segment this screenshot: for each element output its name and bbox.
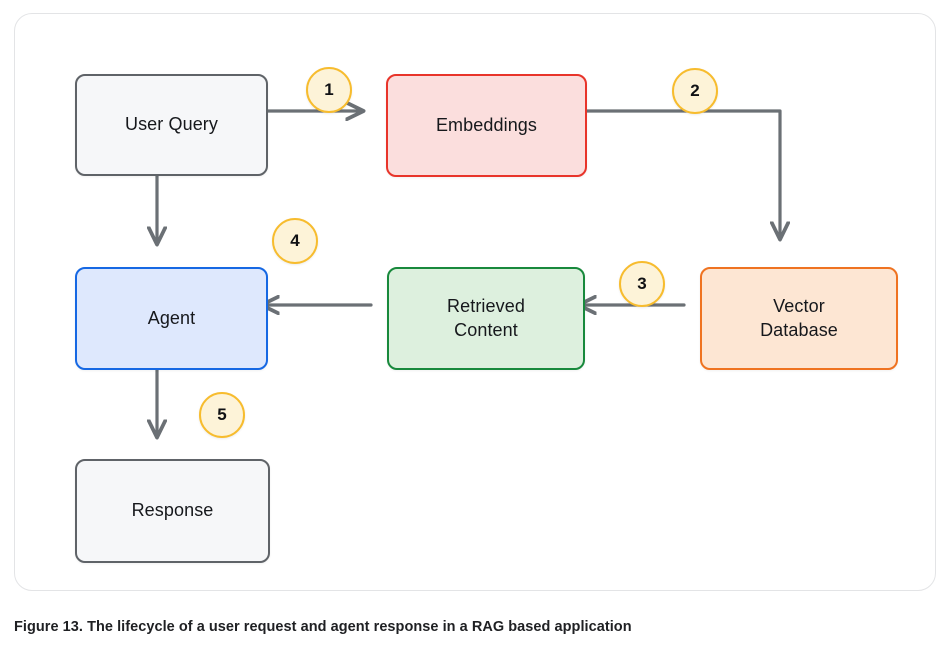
node-embeddings[interactable]: Embeddings (386, 74, 587, 177)
step-badge-4: 4 (272, 218, 318, 264)
node-user-query-label: User Query (124, 114, 219, 135)
step-badge-1: 1 (306, 67, 352, 113)
step-badge-2: 2 (672, 68, 718, 114)
node-retrieved-content-label: Retrieved Content (447, 296, 525, 340)
node-vector-database[interactable]: Vector Database (700, 267, 898, 370)
step-badge-3-label: 3 (637, 274, 647, 293)
step-badge-1-label: 1 (324, 80, 334, 99)
node-embeddings-label: Embeddings (435, 114, 538, 135)
step-badge-5: 5 (199, 392, 245, 438)
figure-caption: Figure 13. The lifecycle of a user reque… (14, 619, 632, 635)
step-badge-3: 3 (619, 261, 665, 307)
node-response-label: Response (131, 500, 214, 521)
step-badge-2-label: 2 (690, 81, 700, 100)
edge-embeddings-to-vector-database (571, 109, 780, 238)
node-user-query[interactable]: User Query (75, 74, 268, 176)
node-agent-label: Agent (147, 307, 196, 328)
node-vector-database-label: Vector Database (760, 296, 838, 340)
step-badge-5-label: 5 (217, 405, 227, 424)
node-response[interactable]: Response (75, 459, 270, 563)
diagram-card: User Query Embeddings Vector Database Re… (14, 13, 936, 591)
step-badge-4-label: 4 (290, 231, 300, 250)
node-retrieved-content[interactable]: Retrieved Content (387, 267, 585, 370)
node-agent[interactable]: Agent (75, 267, 268, 370)
